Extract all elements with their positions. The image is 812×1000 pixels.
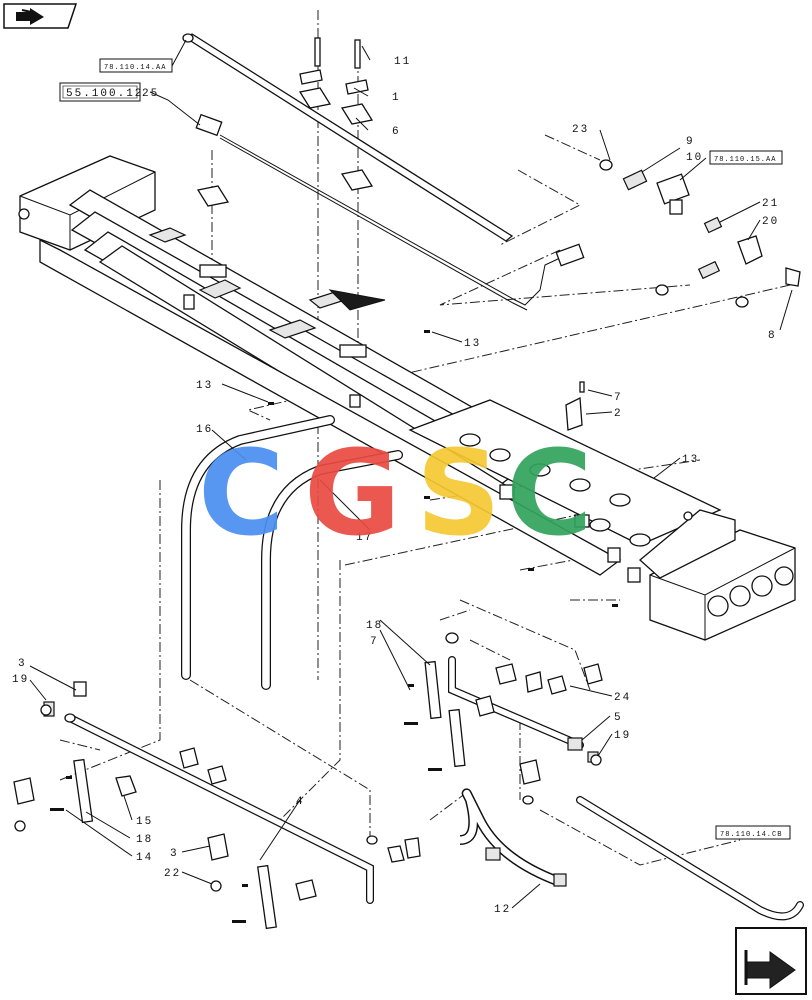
callout-25: 25 <box>142 88 159 100</box>
ref-box-top-right[interactable]: 78.110.15.AA <box>709 150 783 165</box>
wire-harness <box>195 113 585 311</box>
callout-23: 23 <box>572 124 589 136</box>
screws <box>40 330 618 923</box>
leader-lines <box>29 45 793 909</box>
top-rod <box>182 33 514 242</box>
callout-12: 12 <box>494 904 511 916</box>
u-pipe-17 <box>261 450 403 690</box>
callout-15: 15 <box>136 816 153 828</box>
watermark-letter: G <box>304 424 401 562</box>
callout-13: 13 <box>464 338 481 350</box>
callout-16: 16 <box>196 424 213 436</box>
callout-7: 7 <box>370 636 379 648</box>
callout-3: 3 <box>170 848 179 860</box>
callout-3: 3 <box>18 658 27 670</box>
pipe-5-assembly <box>424 632 603 805</box>
callout-24: 24 <box>614 692 631 704</box>
ref-box-main[interactable]: 55.100.12 <box>59 82 143 102</box>
ref-label: 55.100.12 <box>66 88 143 100</box>
bracket-2 <box>565 381 585 431</box>
callout-10: 10 <box>686 152 703 164</box>
callout-13: 13 <box>196 380 213 392</box>
callout-19: 19 <box>614 730 631 742</box>
callout-20: 20 <box>762 216 779 228</box>
ref-label: 78.110.14.AA <box>104 64 166 72</box>
pipe-4 <box>13 681 421 930</box>
watermark-logo: C G S C <box>198 424 593 562</box>
sprayer-frame <box>18 155 796 641</box>
book-arrow-icon[interactable] <box>3 3 78 29</box>
callout-4: 4 <box>296 796 305 808</box>
callout-18: 18 <box>366 620 383 632</box>
callout-19: 19 <box>12 674 29 686</box>
callout-22: 22 <box>164 868 181 880</box>
ref-box-bottom-right[interactable]: 78.110.14.CB <box>715 825 791 840</box>
fittings-top-right <box>599 159 801 308</box>
callout-13: 13 <box>682 454 699 466</box>
callout-8: 8 <box>768 330 777 342</box>
watermark-letter: C <box>198 424 285 562</box>
ref-box-top-left[interactable]: 78.110.14.AA <box>99 39 187 73</box>
callouts: 11 1 6 25 23 9 10 21 20 8 13 7 2 13 13 1… <box>12 56 779 916</box>
callout-11: 11 <box>394 56 411 68</box>
callout-17: 17 <box>356 532 373 544</box>
next-page-arrow-icon[interactable] <box>735 927 807 995</box>
callout-2: 2 <box>614 408 623 420</box>
watermark-letter: C <box>506 424 593 562</box>
ref-label: 78.110.15.AA <box>714 156 776 164</box>
callout-6: 6 <box>392 126 401 138</box>
ref-label: 78.110.14.CB <box>720 831 782 839</box>
watermark-letter: S <box>416 424 501 562</box>
hose-12 <box>459 788 567 887</box>
callout-18: 18 <box>136 834 153 846</box>
callout-1: 1 <box>392 92 401 104</box>
callout-14: 14 <box>136 852 153 864</box>
bottom-right-rod <box>576 796 804 921</box>
callout-21: 21 <box>762 198 779 210</box>
callout-5: 5 <box>614 712 623 724</box>
u-pipe-16 <box>181 415 335 680</box>
callout-7: 7 <box>614 392 623 404</box>
callout-9: 9 <box>686 136 695 148</box>
bolts-top <box>196 37 374 207</box>
